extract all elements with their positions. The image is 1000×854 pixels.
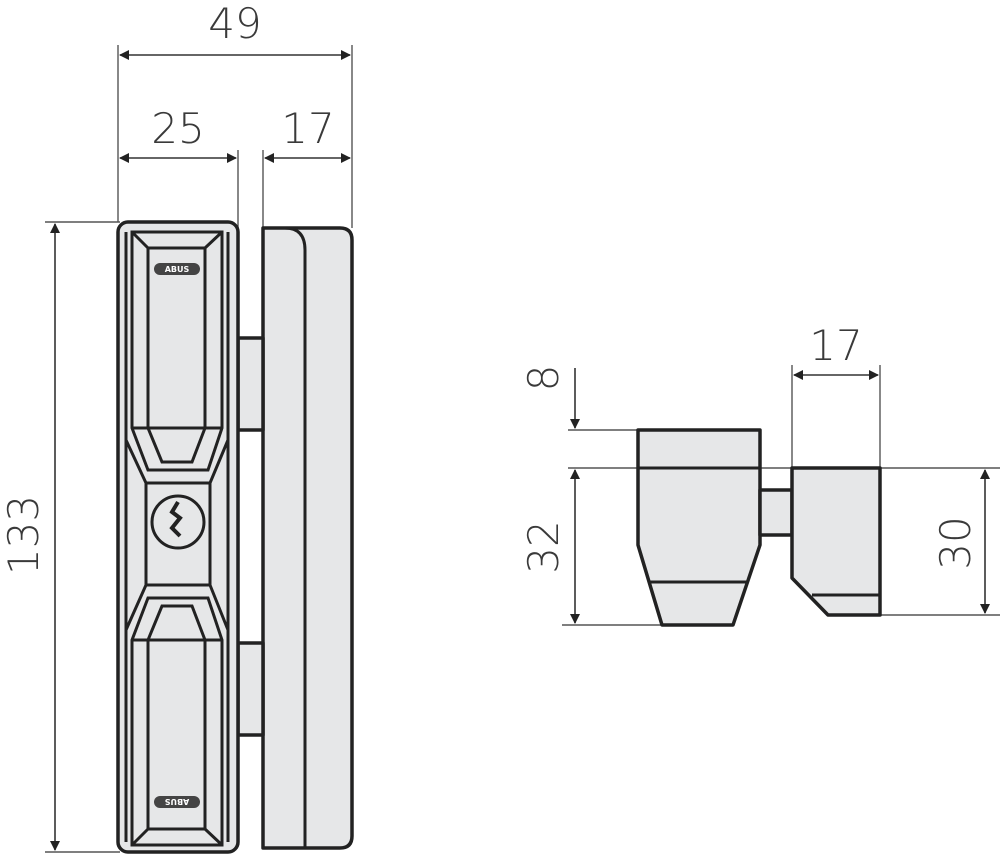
key-cylinder-icon: [150, 494, 206, 550]
dimension-30: 30: [931, 516, 980, 569]
dimension-133: 133: [0, 495, 48, 575]
front-view: ABUS ABUS 49 25 17 133: [0, 0, 354, 854]
dimension-49: 49: [208, 0, 261, 48]
lock-side: [636, 428, 762, 627]
dimension-8: 8: [519, 365, 568, 392]
connector: [236, 336, 265, 432]
connector-side: [758, 488, 794, 537]
upper-handle: ABUS: [124, 230, 230, 484]
dimension-17-side: 17: [809, 321, 862, 370]
lock-body: [116, 220, 240, 854]
dimension-25: 25: [151, 104, 204, 153]
plate-side: [790, 466, 882, 617]
mounting-plate: [261, 226, 354, 850]
dimension-17: 17: [281, 104, 334, 153]
dimension-32: 32: [519, 520, 568, 573]
lower-handle: ABUS: [130, 596, 224, 847]
connector: [236, 641, 265, 737]
side-view: 8 32 17 30: [519, 321, 1000, 627]
abus-logo: ABUS: [165, 265, 190, 274]
svg-text:ABUS: ABUS: [164, 797, 189, 806]
key-cylinder-box: [144, 481, 212, 587]
